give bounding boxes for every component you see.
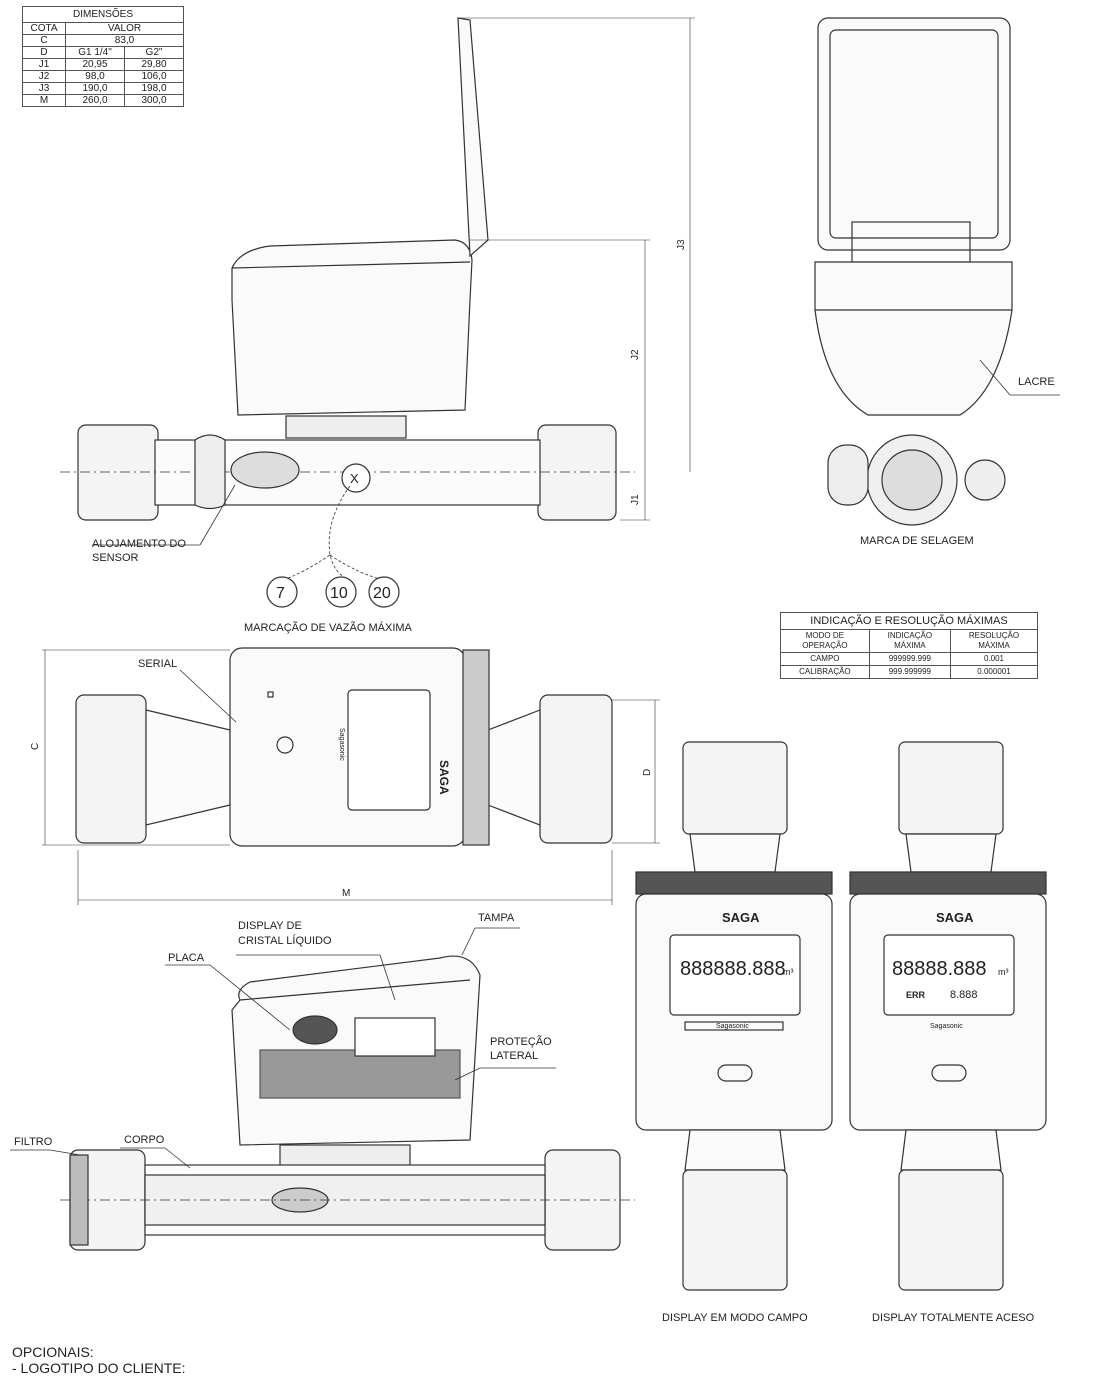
model-top: Sagasonic <box>338 728 345 761</box>
table-row: J3 190,0 198,0 <box>22 82 184 95</box>
display-de-label: DISPLAY DE <box>238 920 302 932</box>
brand-top: SAGA <box>437 760 451 795</box>
dim-c-label: C <box>30 743 41 750</box>
display-aceso-label: DISPLAY TOTALMENTE ACESO <box>872 1312 1035 1324</box>
table-row: CALIBRAÇÃO 999.999999 0.000001 <box>780 665 1039 679</box>
table-row: C 83,0 <box>22 34 184 47</box>
display-campo-label: DISPLAY EM MODO CAMPO <box>662 1312 808 1324</box>
sensor-label: SENSOR <box>92 552 139 564</box>
lcd-aceso-unit: m³ <box>998 967 1009 977</box>
table-row: CAMPO 999999.999 0.001 <box>780 652 1039 666</box>
optionals-section: OPCIONAIS: - LOGOTIPO DO CLIENTE: <box>12 1344 185 1376</box>
optionals-title: OPCIONAIS: <box>12 1344 94 1360</box>
tampa-label: TAMPA <box>478 912 515 924</box>
flow-20: 20 <box>373 585 391 602</box>
header-cell: RESOLUÇÃO MÁXIMA <box>949 629 1039 653</box>
header-cell: MODO DE OPERAÇÃO <box>780 629 870 653</box>
serial-label: SERIAL <box>138 658 178 670</box>
side-view-meter <box>60 17 695 608</box>
table-row: J1 20,95 29,80 <box>22 58 184 71</box>
display-aceso-view <box>849 741 1047 1291</box>
value-cell: 0.001 <box>949 652 1039 666</box>
header-cell: INDICAÇÃO MÁXIMA <box>868 629 951 653</box>
lateral-label: LATERAL <box>490 1050 539 1062</box>
lcd-aceso-err: ERR <box>906 990 926 1000</box>
placa-label: PLACA <box>168 952 205 964</box>
flow-10: 10 <box>330 585 348 602</box>
cristal-liquido-label: CRISTAL LÍQUIDO <box>238 935 332 947</box>
lacre-label: LACRE <box>1018 376 1055 388</box>
value-cell: 999.999999 <box>868 665 951 679</box>
indicacao-table: INDICAÇÃO E RESOLUÇÃO MÁXIMAS MODO DE OP… <box>780 612 1039 679</box>
model-campo: Sagasonic <box>716 1023 749 1030</box>
display-campo-view <box>635 741 833 1291</box>
lcd-aceso-value: 88888.888 <box>892 958 987 980</box>
front-view-meter <box>814 17 1060 526</box>
dim-j2-label: J2 <box>630 349 641 360</box>
dim-m-label: M <box>342 888 350 899</box>
brand-campo: SAGA <box>722 910 760 925</box>
dimensions-table: DIMENSÕES COTA VALOR C 83,0 D G1 1/4" G2… <box>22 6 184 107</box>
brand-aceso: SAGA <box>936 910 974 925</box>
lcd-aceso-small: 8.888 <box>950 989 978 1001</box>
corpo-label: CORPO <box>124 1134 165 1146</box>
value-cell: 300,0 <box>124 94 184 107</box>
value-cell: 0.000001 <box>949 665 1039 679</box>
optionals-item: - LOGOTIPO DO CLIENTE: <box>12 1360 186 1376</box>
marcacao-label: MARCAÇÃO DE VAZÃO MÁXIMA <box>244 622 412 634</box>
value-cell: 29,80 <box>124 58 184 71</box>
flow-7: 7 <box>276 585 285 602</box>
filtro-label: FILTRO <box>14 1136 53 1148</box>
alojamento-label: ALOJAMENTO DO <box>92 538 186 550</box>
lcd-campo-unit: m³ <box>783 967 794 977</box>
dim-d-label: D <box>642 769 653 776</box>
protecao-label: PROTEÇÃO <box>490 1036 552 1048</box>
section-view-meter <box>10 927 635 1251</box>
dim-j1-label: J1 <box>630 494 641 505</box>
dim-j3-label: J3 <box>676 239 687 250</box>
x-marker-label: X <box>350 471 359 486</box>
model-aceso: Sagasonic <box>930 1023 963 1030</box>
marca-selagem-label: MARCA DE SELAGEM <box>860 535 974 547</box>
table-row: M 260,0 300,0 <box>22 94 184 107</box>
top-view-meter <box>42 647 660 905</box>
lcd-campo-value: 888888.888 <box>680 958 786 980</box>
